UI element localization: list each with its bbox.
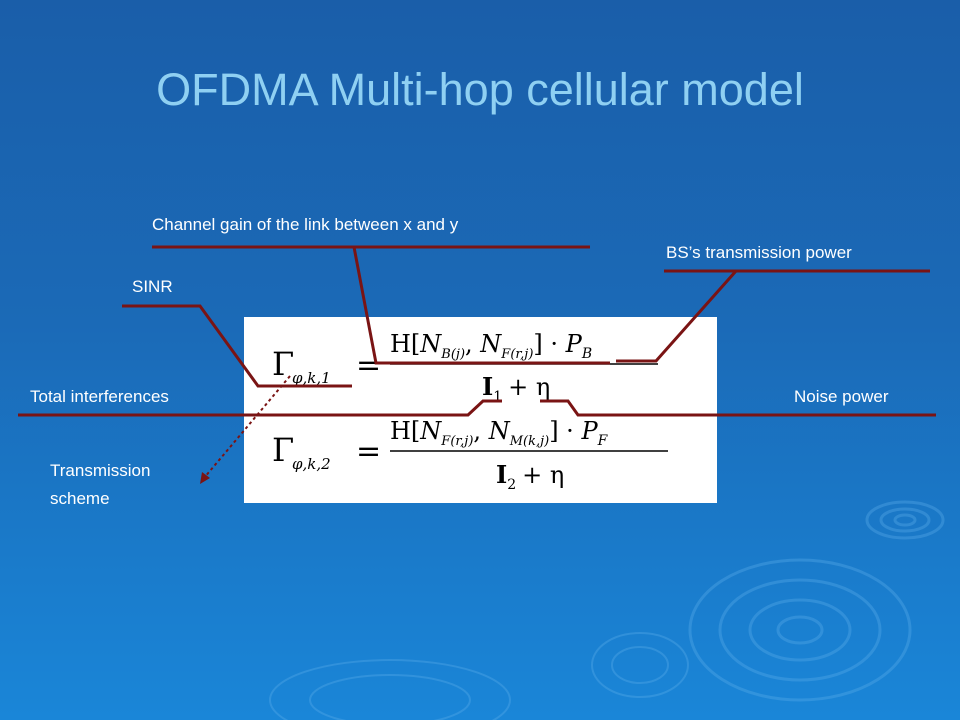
denominator: I2+ η <box>496 460 564 493</box>
numerator: H[NB(j), NF(r,j)] · PB <box>390 330 592 362</box>
transmission-scheme-line1: Transmission <box>50 461 151 480</box>
transmission-scheme-label: Transmission scheme <box>50 460 150 510</box>
equals-sign: = <box>356 434 381 469</box>
sinr-equation-2: Γ φ,k,2 = H[NF(r,j), NM(k,j)] · PF I2+ η <box>272 417 668 493</box>
numerator: H[NF(r,j), NM(k,j)] · PF <box>390 417 609 449</box>
denominator: I1+ η <box>482 372 550 405</box>
slide-title: OFDMA Multi-hop cellular model <box>156 64 804 115</box>
channel-gain-label: Channel gain of the link between x and y <box>152 215 459 234</box>
noise-power-label: Noise power <box>794 387 889 406</box>
sinr-label: SINR <box>132 277 173 296</box>
equals-sign: = <box>356 348 381 383</box>
transmission-scheme-line2: scheme <box>50 489 110 508</box>
gamma-subscript: φ,k,2 <box>292 455 331 473</box>
total-interferences-label: Total interferences <box>30 387 169 406</box>
gamma-subscript: φ,k,1 <box>292 369 331 387</box>
sinr-equation-1: Γ φ,k,1 = H[NB(j), NF(r,j)] · PB I1+ η <box>272 330 658 405</box>
gamma-symbol: Γ <box>272 431 294 469</box>
formula-panel: Γ φ,k,1 = H[NB(j), NF(r,j)] · PB I1+ η Γ… <box>244 317 717 503</box>
bs-transmission-power-label: BS’s transmission power <box>666 243 852 262</box>
gamma-symbol: Γ <box>272 345 294 383</box>
